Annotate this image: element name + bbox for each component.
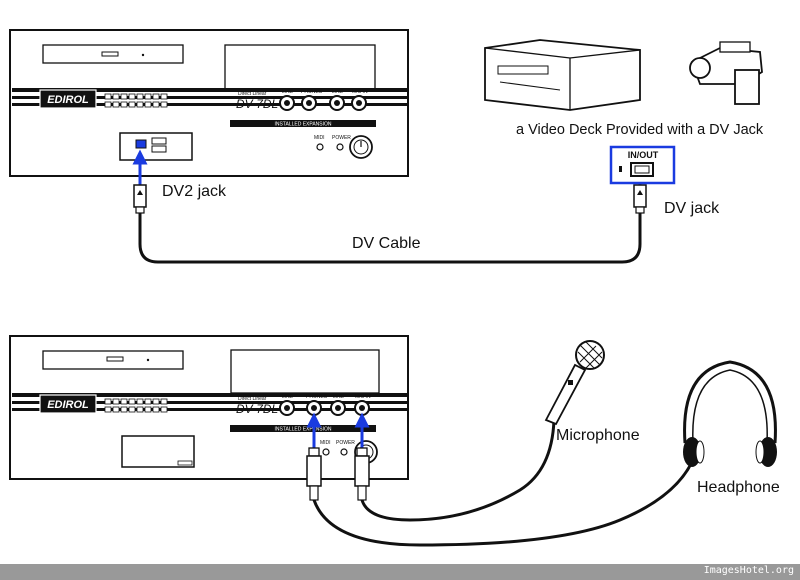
tagline: Direct Linear: [238, 396, 267, 402]
knob-label: LINE: [332, 89, 344, 95]
brand-logo: EDIROL: [47, 399, 89, 411]
knob-label: MIC IN: [352, 89, 368, 95]
microphone-cable: [360, 419, 556, 522]
tagline: Direct Linear: [238, 91, 267, 97]
dv7dl-unit-top: EDIROL Direct Linear DV-7DL LINE PHONES …: [9, 29, 409, 177]
phone-plug-icon: [306, 447, 322, 501]
dv-plug-icon: [133, 184, 147, 214]
dv-plug-icon: [633, 184, 647, 214]
in-out-label: IN/OUT: [628, 150, 659, 160]
microphone-icon: [544, 340, 605, 426]
knob-label: LINE: [282, 394, 294, 400]
knob-label: PHONES: [301, 89, 323, 95]
headphone-cable: [312, 454, 697, 547]
in-out-jack: IN/OUT: [609, 145, 676, 185]
headphone-label: Headphone: [697, 479, 780, 496]
dv2-jack-label: DV2 jack: [162, 183, 227, 200]
footer-bar: ImagesHotel.org: [0, 564, 800, 580]
model-name: DV-7DL: [236, 402, 278, 416]
power-label: POWER: [332, 135, 351, 141]
dv-jack-label: DV jack: [664, 200, 720, 217]
headphone-icon: [683, 360, 777, 467]
video-deck-label: a Video Deck Provided with a DV Jack: [516, 122, 764, 138]
expansion-strip: INSTALLED EXPANSION: [274, 122, 331, 128]
expansion-strip: INSTALLED EXPANSION: [274, 427, 331, 433]
video-deck-icon: [484, 39, 641, 111]
knob-label: PHONES: [306, 394, 328, 400]
watermark: ImagesHotel.org: [703, 565, 794, 576]
front-knobs: [279, 400, 370, 416]
phone-plug-icon: [354, 447, 370, 501]
model-name: DV-7DL: [236, 97, 278, 111]
microphone-label: Microphone: [556, 427, 640, 444]
brand-logo: EDIROL: [47, 94, 89, 106]
camcorder-icon: [689, 41, 763, 105]
front-knobs: [279, 95, 367, 111]
connection-diagram: EDIROL Direct Linear DV-7DL LINE PHONES …: [9, 29, 780, 547]
knob-label: LINE: [333, 394, 345, 400]
dv7dl-unit-bottom: EDIROL Direct Linear DV-7DL LINE PHONES …: [9, 335, 409, 480]
power-label: POWER: [336, 440, 355, 446]
knob-label: MIC IN: [355, 394, 371, 400]
midi-label: MIDI: [314, 135, 325, 141]
dv-cable-label: DV Cable: [352, 235, 421, 252]
knob-label: LINE: [282, 89, 294, 95]
dv2-jack: [135, 139, 147, 149]
midi-label: MIDI: [320, 440, 331, 446]
